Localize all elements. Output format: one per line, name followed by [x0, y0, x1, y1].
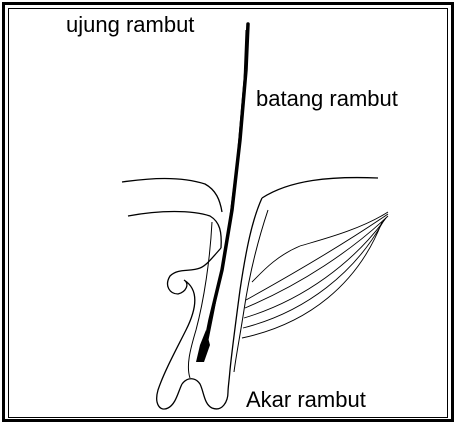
follicle-wall-left [157, 248, 221, 409]
skin-layer-left [128, 212, 221, 249]
muscle-fibers [242, 212, 388, 338]
hair-tip-label: ujung rambut [66, 14, 194, 36]
skin-surface-left [122, 179, 222, 213]
hair-shaft-label: batang rambut [256, 88, 398, 110]
hair-shaft-highlight [205, 30, 246, 355]
hair-shaft-line [202, 24, 248, 360]
follicle-bulb-base [182, 379, 228, 409]
skin-surface-right [262, 178, 378, 198]
hair-root-label: Akar rambut [246, 389, 366, 411]
follicle-wall-right-outer [228, 198, 262, 392]
